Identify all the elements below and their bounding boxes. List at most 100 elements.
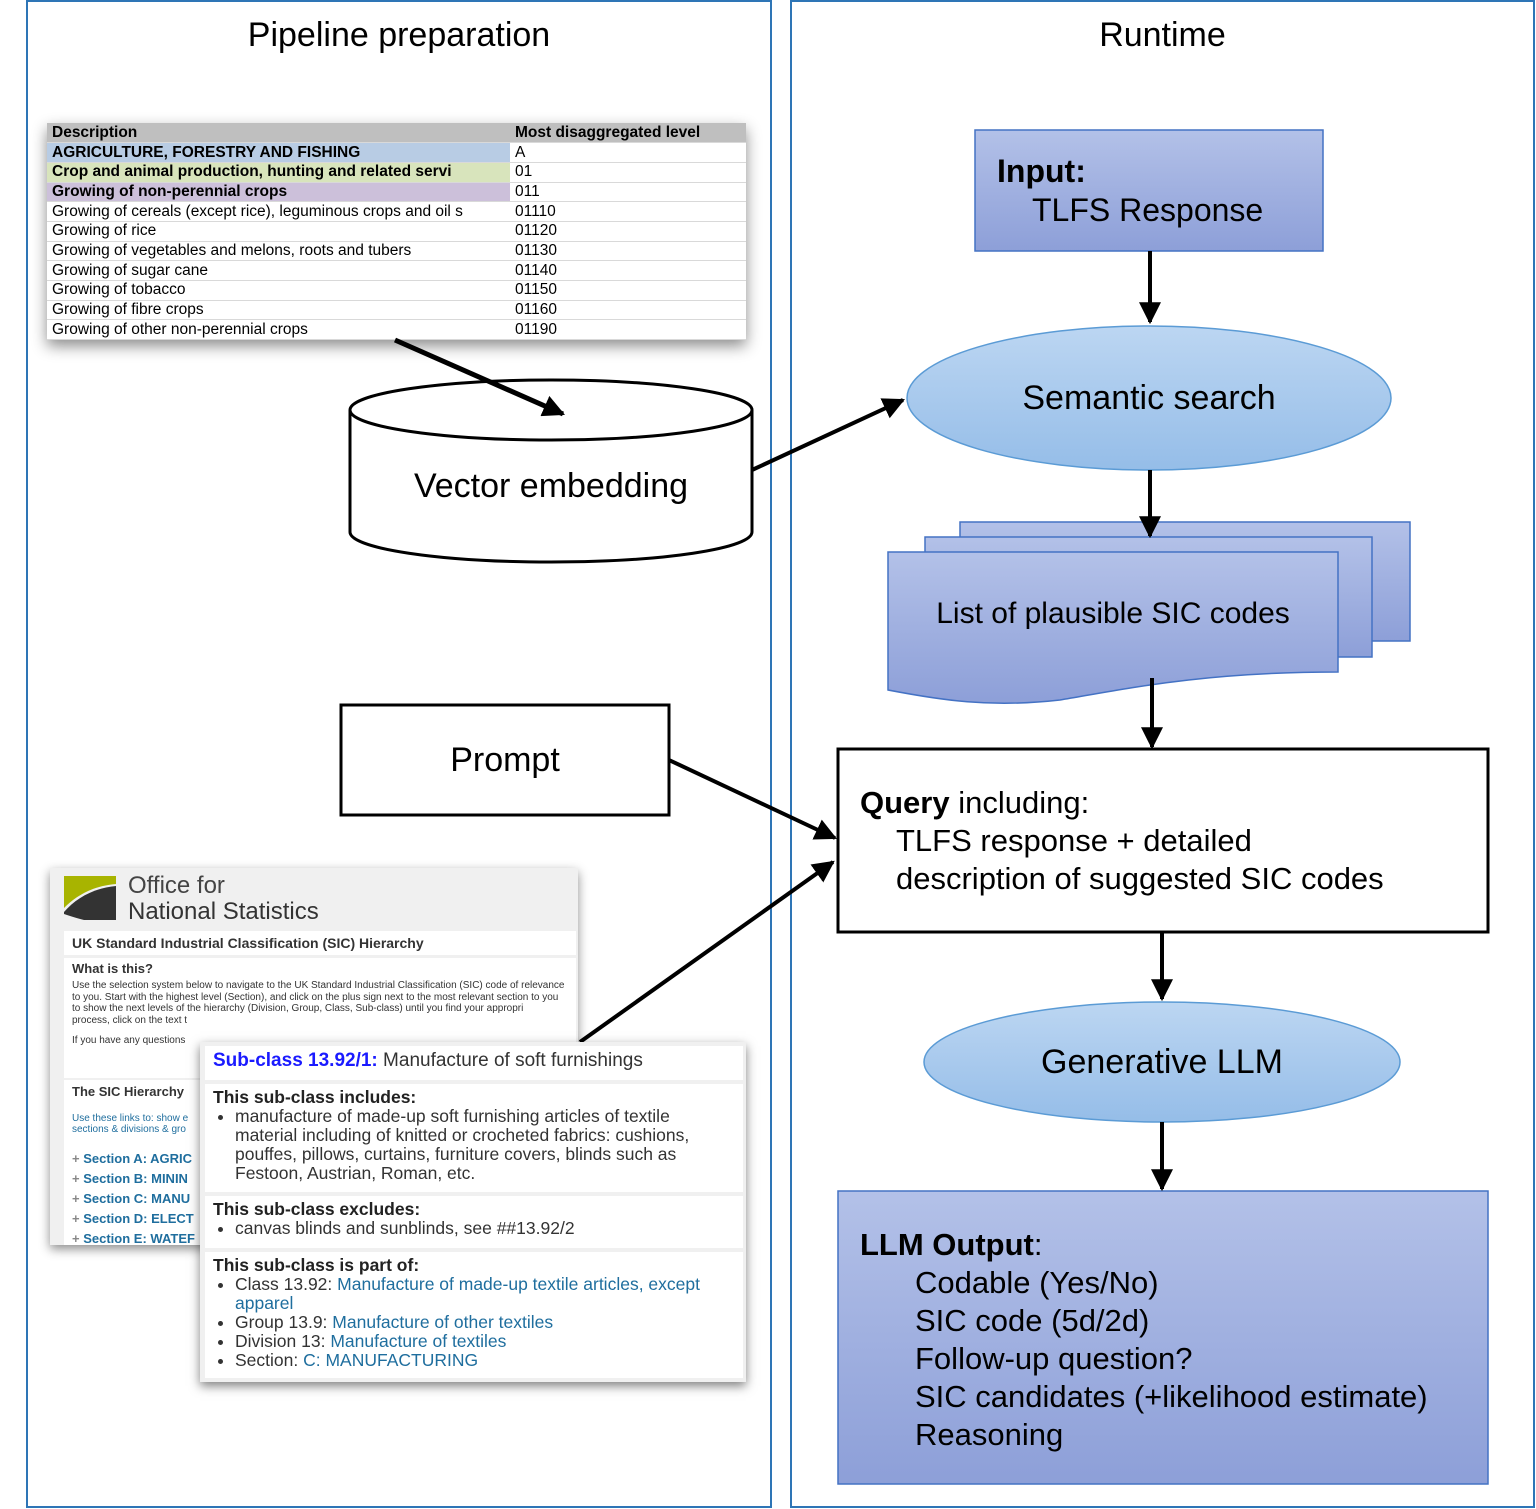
- vector-embedding-label: Vector embedding: [413, 466, 689, 505]
- partof-prefix: Group 13.9:: [235, 1312, 328, 1332]
- description-cell: Growing of fibre crops: [47, 300, 510, 321]
- section-link[interactable]: + Section A: AGRIC: [72, 1149, 568, 1169]
- level-cell: 01150: [510, 280, 746, 301]
- llm-output-item: Follow-up question?: [915, 1341, 1193, 1376]
- llm-output-item: Codable (Yes/No): [915, 1265, 1159, 1300]
- section-link[interactable]: + Section D: ELECT: [72, 1209, 568, 1229]
- table-row: Growing of vegetables and melons, roots …: [47, 241, 746, 262]
- partof-link[interactable]: Manufacture of made-up textile articles,…: [235, 1274, 700, 1313]
- level-cell: 01130: [510, 241, 746, 262]
- level-cell: 01: [510, 162, 746, 183]
- section-link[interactable]: + Section C: MANU: [72, 1189, 568, 1209]
- table-row: Crop and animal production, hunting and …: [47, 162, 746, 183]
- level-cell: 01160: [510, 300, 746, 321]
- hier-text1[interactable]: Use these links to: show e: [72, 1113, 189, 1124]
- subclass-title: Manufacture of soft furnishings: [383, 1050, 643, 1071]
- input-label: Input:: [997, 153, 1086, 189]
- excludes-item: canvas blinds and sunblinds, see ##13.92…: [235, 1219, 735, 1238]
- llm-output-item: Reasoning: [915, 1417, 1064, 1452]
- level-cell: A: [510, 142, 746, 163]
- arrow-prompt-to-query: [668, 758, 837, 840]
- ons-logo-line1: Office for: [128, 872, 225, 899]
- excludes-title: This sub-class excludes:: [213, 1199, 421, 1219]
- ons-logo-line2: National Statistics: [128, 898, 319, 925]
- llm-output-title: LLM Output: [860, 1227, 1034, 1262]
- section-link[interactable]: + Section E: WATEF: [72, 1229, 568, 1245]
- partof-link[interactable]: Manufacture of textiles: [330, 1331, 507, 1351]
- table-row: Growing of cereals (except rice), legumi…: [47, 201, 746, 222]
- semantic-search-label: Semantic search: [1022, 378, 1276, 417]
- level-cell: 011: [510, 182, 746, 203]
- query-line3: description of suggested SIC codes: [896, 861, 1384, 896]
- includes-section: This sub-class includes: manufacture of …: [205, 1084, 743, 1192]
- subclass-header: Sub-class 13.92/1: Manufacture of soft f…: [205, 1046, 743, 1080]
- description-cell: Crop and animal production, hunting and …: [47, 162, 510, 183]
- partof-prefix: Division 13:: [235, 1331, 326, 1351]
- section-label[interactable]: Section C: MANU: [83, 1191, 191, 1206]
- ons-logo-icon: [64, 876, 116, 920]
- level-cell: 01140: [510, 260, 746, 281]
- description-cell: Growing of tobacco: [47, 280, 510, 301]
- partof-prefix: Class 13.92:: [235, 1274, 333, 1294]
- query-bold: Query: [860, 785, 950, 820]
- plus-icon[interactable]: +: [72, 1191, 84, 1206]
- panel-title: Runtime: [1099, 16, 1226, 54]
- generative-llm-label: Generative LLM: [1041, 1042, 1283, 1081]
- section-label[interactable]: Section D: ELECT: [83, 1211, 194, 1226]
- prompt-label: Prompt: [450, 740, 560, 779]
- section-label[interactable]: Section E: WATEF: [83, 1231, 195, 1245]
- includes-item: manufacture of made-up soft furnishing a…: [235, 1107, 735, 1183]
- description-cell: AGRICULTURE, FORESTRY AND FISHING: [47, 142, 510, 163]
- includes-title: This sub-class includes:: [213, 1087, 417, 1107]
- sic-list-document: [887, 551, 1339, 705]
- plus-icon[interactable]: +: [72, 1231, 84, 1245]
- header-description: Description: [47, 123, 510, 144]
- section-label[interactable]: Section A: AGRIC: [83, 1151, 193, 1166]
- input-value: TLFS Response: [1032, 192, 1264, 228]
- level-cell: 01120: [510, 221, 746, 242]
- llm-output-item: SIC candidates (+likelihood estimate): [915, 1379, 1428, 1414]
- what-text2: process, click on the text t: [72, 1015, 188, 1027]
- hier-text2[interactable]: sections & divisions & gro: [72, 1124, 186, 1135]
- questions-text: If you have any questions: [72, 1034, 186, 1046]
- plus-icon[interactable]: +: [72, 1151, 84, 1166]
- what-title: What is this?: [72, 961, 153, 976]
- runtime-panel: Runtime: [790, 0, 1535, 1508]
- partof-section: This sub-class is part of: Class 13.92: …: [205, 1252, 743, 1378]
- subclass-code: Sub-class 13.92/1:: [213, 1050, 378, 1071]
- section-link[interactable]: + Section B: MININ: [72, 1169, 568, 1189]
- query-text: Query including: TLFS response + detaile…: [860, 784, 1384, 898]
- description-cell: Growing of cereals (except rice), legumi…: [47, 201, 510, 222]
- description-cell: Growing of sugar cane: [47, 260, 510, 281]
- partof-link[interactable]: C: MANUFACTURING: [303, 1350, 479, 1370]
- partof-link[interactable]: Manufacture of other textiles: [332, 1312, 554, 1332]
- plus-icon[interactable]: +: [72, 1211, 84, 1226]
- query-line2: TLFS response + detailed: [896, 823, 1252, 858]
- section-label[interactable]: Section B: MININ: [83, 1171, 188, 1186]
- llm-output-text: LLM Output: Codable (Yes/No)SIC code (5d…: [860, 1226, 1428, 1454]
- plus-icon[interactable]: +: [72, 1171, 84, 1186]
- query-box: [836, 747, 1490, 934]
- prompt-box: [339, 703, 671, 817]
- description-cell: Growing of non-perennial crops: [47, 182, 510, 203]
- partof-item: Class 13.92: Manufacture of made-up text…: [235, 1275, 735, 1313]
- partof-title: This sub-class is part of:: [213, 1255, 420, 1275]
- ons-page-title: UK Standard Industrial Classification (S…: [64, 931, 576, 955]
- subclass-card: Sub-class 13.92/1: Manufacture of soft f…: [200, 1042, 746, 1382]
- level-cell: 01190: [510, 319, 746, 341]
- description-cell: Growing of vegetables and melons, roots …: [47, 241, 510, 262]
- excludes-section: This sub-class excludes: canvas blinds a…: [205, 1196, 743, 1248]
- sic-list-label: List of plausible SIC codes: [936, 597, 1290, 630]
- partof-item: Division 13: Manufacture of textiles: [235, 1332, 735, 1351]
- description-cell: Growing of rice: [47, 221, 510, 242]
- partof-item: Group 13.9: Manufacture of other textile…: [235, 1313, 735, 1332]
- arrow-embedding-to-search: [751, 398, 905, 472]
- llm-output-box: [837, 1190, 1489, 1485]
